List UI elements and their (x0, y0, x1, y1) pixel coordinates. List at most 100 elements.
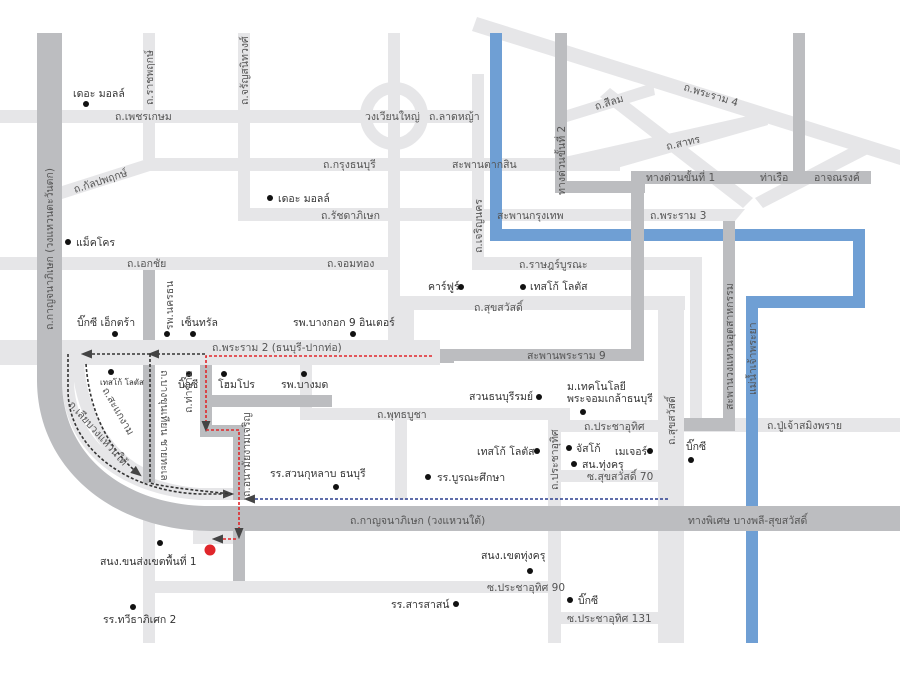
poi-dot-major[interactable] (647, 448, 653, 454)
label-tesco-1: เทสโก้ โลตัส (530, 280, 588, 293)
place-labels: เดอะ มอลล์ เดอะ มอลล์ แม็คโคร บิ๊กซี เอ็… (73, 87, 706, 626)
label-expressway2: ทางด่วนขั้นที่ 2 (554, 126, 568, 195)
road-rama2-end (440, 349, 454, 363)
label-charoen-nakhon: ถ.เจริญนคร (473, 199, 485, 253)
poi-dot-bigc-2[interactable] (688, 457, 694, 463)
road-pracha-uthit-upper (548, 408, 561, 428)
road-soi-pracha-uthit90 (153, 581, 548, 593)
poi-dot-thung-khru-office[interactable] (527, 568, 533, 574)
label-the-mall-2: เดอะ มอลล์ (278, 192, 330, 205)
poi-dot-thawi[interactable] (130, 604, 136, 610)
poi-dot-the-mall-1[interactable] (83, 101, 89, 107)
poi-dot-makro[interactable] (65, 239, 71, 245)
poi-dot-tesco-2[interactable] (108, 369, 114, 375)
label-bangkok9: รพ.บางกอก 9 อินเตอร์ (293, 316, 395, 329)
poi-dot-jusco[interactable] (566, 445, 572, 451)
label-ratchaphruek: ถ.ราชพฤกษ์ (143, 50, 156, 105)
label-kanchanaphisek-south: ถ.กาญจนาภิเษก (วงแหวนใต้) (350, 514, 485, 527)
label-thung-khru-police: สน.ทุ่งครุ (582, 459, 624, 471)
label-charansanitwong: ถ.จรัญสนิทวงศ์ (238, 36, 251, 105)
label-kanchanaphisek-west: ถ.กาญจนาภิเษก (วงแหวนตะวันตก) (44, 168, 56, 330)
label-wongwian-yai: วงเวียนใหญ่ (365, 110, 420, 123)
label-atchanarong: อาจณรงค์ (814, 171, 860, 184)
label-tha-ruea: ท่าเรือ (760, 171, 788, 184)
road-expressway1-v (631, 171, 644, 361)
river-segment-east (490, 229, 865, 241)
road-phutthabucha-v2 (395, 408, 407, 500)
label-chom-thong: ถ.จอมทอง (327, 258, 374, 270)
label-transport-office: สนง.ขนส่งเขตพื้นที่ 1 (100, 554, 197, 568)
road-industrial-ring (723, 221, 735, 431)
label-tesco-3: เทสโก้ โลตัส (477, 445, 535, 458)
label-soi-pracha-uthit90: ซ.ประชาอุทิศ 90 (487, 582, 565, 594)
poi-dot-homepro[interactable] (221, 371, 227, 377)
label-kmutt-line2: พระจอมเกล้าธนบุรี (567, 392, 653, 405)
poi-dot-tesco-3[interactable] (534, 448, 540, 454)
road-wongwian-yai-vertical (388, 33, 400, 363)
road-krung-thonburi (150, 158, 620, 171)
poi-dot-bangkok9[interactable] (350, 331, 356, 337)
road-soi-suksawat70 (561, 470, 658, 482)
river-segment-right (853, 229, 865, 307)
label-kanlapaphruek: ถ.กัลปพฤกษ์ (72, 166, 129, 196)
label-anamai: ถ.อนามัยงามเจริญ (241, 413, 253, 497)
label-ekkachai: ถ.เอกชัย (127, 258, 166, 270)
road-soi-pracha-uthit131 (561, 612, 658, 624)
road-industrial-ring-h (684, 418, 735, 431)
poi-dot-central[interactable] (190, 331, 196, 337)
label-carrefour: คาร์ฟูร์ (428, 280, 460, 293)
poi-dot-sarasas[interactable] (453, 601, 459, 607)
label-bigc-1: บิ๊กซี (178, 376, 198, 391)
label-krung-thonburi: ถ.กรุงธนบุรี (323, 158, 376, 171)
poi-dot-the-mall-2[interactable] (267, 195, 273, 201)
river-segment-mid (746, 296, 865, 308)
road-ratchaphruek (143, 33, 155, 160)
label-expressway1: ทางด่วนขั้นที่ 1 (646, 170, 715, 184)
poi-dot-bigc-3[interactable] (567, 597, 573, 603)
label-suksawat-v: ถ.สุขสวัสดิ์ (663, 395, 678, 445)
poi-dot-transport-office[interactable] (157, 540, 163, 546)
poi-dot-suankularb[interactable] (333, 484, 339, 490)
road-destination-south (233, 531, 245, 581)
label-soi-suksawat70: ซ.สุขสวัสดิ์ 70 (587, 468, 653, 483)
poi-dot-kmutt[interactable] (580, 409, 586, 415)
poi-dot-buranasuksa[interactable] (425, 474, 431, 480)
label-pracha-uthit-h: ถ.ประชาอุทิศ (584, 421, 645, 433)
road-expressway1 (631, 171, 871, 184)
poi-dot-nakhonthon[interactable] (164, 331, 170, 337)
road-charansanitwong (238, 33, 250, 221)
label-nakhon-thon-hosp: รพ.นครธน (164, 281, 176, 330)
poi-dot-suan-thonburirom[interactable] (536, 394, 542, 400)
label-makro: แม็คโคร (76, 235, 115, 249)
destination-marker[interactable] (204, 544, 216, 556)
poi-dot-bangmod[interactable] (301, 371, 307, 377)
wongwian-yai-circle (360, 82, 428, 150)
road-expressway2 (555, 33, 567, 193)
poi-dot-bigc-extra[interactable] (112, 331, 118, 337)
label-taksin-bridge: สะพานตากสิน (452, 159, 517, 171)
road-tha-ruea (793, 33, 805, 183)
label-kmutt-line1: ม.เทคโนโลยี (567, 380, 626, 393)
label-rama3: ถ.พระราม 3 (650, 210, 706, 222)
poi-dot-carrefour[interactable] (458, 284, 464, 290)
label-samae-dam: ถ.สะแกงาม (99, 386, 136, 438)
routes (67, 349, 668, 544)
poi-dot-tesco-1[interactable] (520, 284, 526, 290)
label-central: เซ็นทรัล (181, 315, 218, 329)
road-bang-khun-thian (143, 365, 155, 483)
label-suankularb: รร.สวนกุหลาบ ธนบุรี (270, 467, 366, 480)
road-liap-wongwaen (62, 357, 240, 500)
label-bigc-extra: บิ๊กซี เอ็กตร้า (77, 314, 135, 329)
road-kanlapaphruek (62, 158, 150, 199)
label-major: เมเจอร์ (615, 445, 648, 458)
route-black-outer (67, 354, 235, 499)
road-ekkachai (0, 257, 400, 270)
minor-roads (0, 17, 900, 643)
road-rama3 (400, 209, 730, 221)
label-jusco: จัสโก้ (576, 442, 601, 455)
road-south-west (143, 520, 155, 643)
route-red-2 (206, 429, 244, 540)
poi-dot-thung-khru-police[interactable] (571, 461, 577, 467)
poi-dot-bigc-1[interactable] (186, 371, 192, 377)
